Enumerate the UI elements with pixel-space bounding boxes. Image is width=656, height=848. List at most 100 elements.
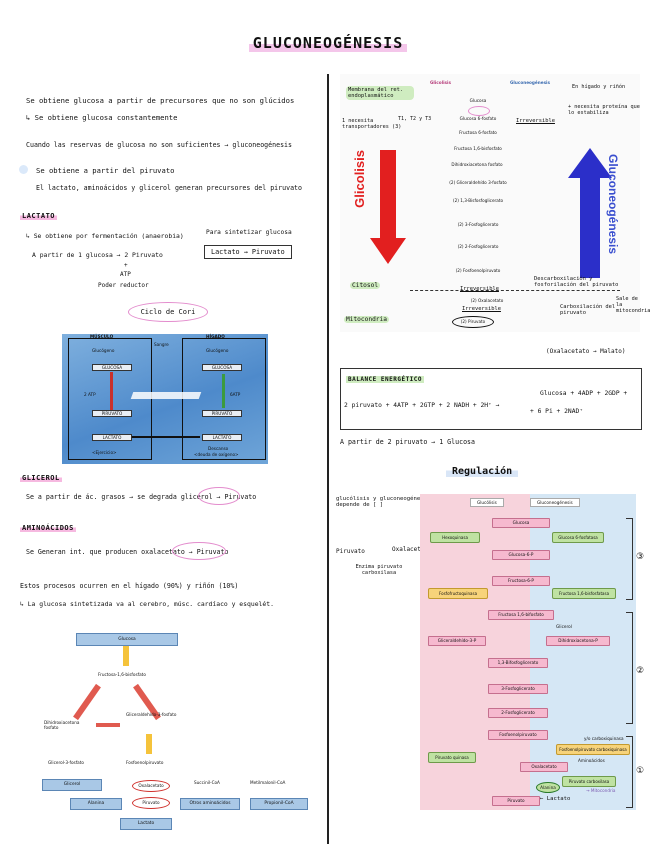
intro-line-1: Se obtiene glucosa a partir de precursor…	[26, 96, 295, 105]
reg-num-1: ③	[636, 552, 645, 562]
glicerol-line: Se a partir de ác. grasos → se degrada g…	[26, 493, 257, 501]
diag-arrow-up-2	[146, 734, 152, 754]
step-f6p: Fructosa 6-fosfato	[459, 130, 497, 135]
reg-hexoquinasa: Hexoquinasa	[430, 532, 480, 543]
cori-cycle-image: MÚSCULO Sangre HÍGADO Glucógeno Glucógen…	[62, 334, 268, 464]
membrana-note: Membrana del ret. endoplasmático	[346, 86, 414, 100]
reg-gap: Gliceraldehído-3-P	[428, 636, 486, 646]
sale-note: Sale de la mitocondria	[616, 296, 651, 314]
reg-glicerol: Glicerol	[556, 624, 572, 629]
cori-2atp: 2 ATP	[84, 392, 96, 397]
gluconeo-arrow-shaft	[580, 176, 600, 278]
regulacion-enzima: Enzima piruvato carboxilasa	[355, 564, 403, 576]
reg-pep: Fosfoenolpiruvato	[488, 730, 548, 740]
reg-dhap: Dihidroxiacetona-P	[546, 636, 610, 646]
diag-succinil: Succinil-CoA	[194, 780, 220, 785]
cori-heading: Ciclo de Cori	[128, 302, 208, 322]
oxalacetato-oval	[172, 542, 226, 560]
cori-arrow-up-green	[222, 374, 225, 408]
reg-f16bpasa: Fructosa 1,6-bisfosfatasa	[552, 588, 616, 599]
diag-oxalacetato: Oxalacetato	[132, 780, 170, 792]
step-oaa: (2) Oxalacetato	[470, 298, 504, 303]
cori-glucosa-2: GLUCOSA	[202, 364, 242, 371]
higado-note: En hígado y riñón	[572, 84, 626, 90]
aminoacidos-line: Se Generan int. que producen oxalacetato…	[26, 548, 229, 556]
reg-bracket-1	[626, 518, 633, 600]
irreversible-3: Irreversible	[462, 306, 501, 312]
t123-note: T1, T2 y T3	[398, 116, 432, 122]
outro-line-1: Estos procesos ocurren en el hígado (90%…	[20, 582, 239, 590]
reg-pc: Piruvato carboxilasa	[562, 776, 616, 787]
cori-glare	[130, 392, 202, 399]
diag-gliceraldehido: Gliceraldehído-3-fosfato	[126, 712, 177, 717]
regulacion-oxalacetato: Oxalacetato	[392, 546, 432, 553]
diag-arrow-red-3	[96, 723, 120, 727]
reg-glucosa: Glucosa	[492, 518, 550, 528]
diag-fosfoenol: Fosfoenolpiruvato	[126, 760, 164, 765]
step-dhap: Dihidroxiacetona fosfato	[451, 162, 503, 167]
step-3pg: (2) 3-Fosfoglicerato	[457, 222, 499, 227]
step-glucosa: Glucosa	[469, 98, 487, 103]
reg-num-2: ②	[636, 666, 645, 676]
irreversible-1: Irreversible	[516, 118, 555, 124]
lactato-line-1: ↳ Se obtiene por fermentación (anaerobia…	[26, 232, 184, 240]
reg-bracket-3	[626, 736, 633, 808]
page-title: GLUCONEOGÉNESIS	[0, 34, 656, 52]
cori-lactato-2: LACTATO	[202, 434, 242, 441]
glicolisis-arrow-shaft	[380, 150, 396, 240]
cori-musculo: MÚSCULO	[90, 334, 114, 339]
balance-after: A partir de 2 piruvato → 1 Glucosa	[340, 438, 475, 446]
diag-glucosa: Glucosa	[76, 633, 178, 646]
step-g3p: (2) Gliceraldehído 3-fosfato	[449, 180, 507, 185]
step-2pg: (2) 2-Fosfoglicerato	[457, 244, 499, 249]
reg-oaa: Oxalacetato	[520, 762, 568, 772]
reg-pepck: Fosfoenolpiruvato carboxiquinasa	[556, 744, 630, 755]
reg-col-glucolisis: Glucólisis	[470, 498, 504, 507]
balance-right-2: + 6 Pi + 2NAD⁺	[530, 408, 584, 415]
reg-gluconeo-bg	[530, 494, 636, 810]
reg-3pg: 3-Fosfoglicerato	[488, 684, 548, 694]
reg-2pg: 2-Fosfoglicerato	[488, 708, 548, 718]
intro-line-5: El lactato, aminoácidos y glicerol gener…	[36, 184, 302, 192]
diag-alanina: Alanina	[70, 798, 122, 810]
glicerol-oval	[198, 487, 240, 505]
diag-arrow-up-1	[123, 646, 129, 666]
lactato-sub-plus: +	[124, 262, 128, 269]
cori-ejercicio: <Ejercicio>	[92, 450, 117, 455]
gluconeo-label: Gluconeogénesis	[606, 154, 620, 255]
reg-mitocondria: → Mitocondria	[586, 788, 616, 793]
lactato-sub-atp: ATP	[120, 271, 131, 278]
diag-fructosa: Fructosa-1,6-bisfosfato	[98, 672, 146, 677]
diag-lactato: Lactato	[120, 818, 172, 830]
step-f16bp: Fructosa 1,6-bisfosfato	[454, 146, 502, 151]
cori-descanso: Descanso	[208, 446, 229, 451]
reg-bracket-2	[626, 612, 633, 724]
cori-sangre: Sangre	[154, 342, 169, 347]
regulacion-piruvato: Piruvato	[336, 548, 365, 555]
intro-line-2: ↳ Se obtiene glucosa constantemente	[26, 113, 178, 122]
gluconeo-arrow-head	[568, 148, 612, 178]
reg-pk: Piruvato quinasa	[428, 752, 476, 763]
citosol-label: Citosol	[350, 282, 381, 289]
reg-aminoacidos: Aminoácidos	[578, 758, 605, 763]
cori-arrow-lactato	[132, 436, 200, 438]
cori-arrow-down-red	[110, 372, 113, 410]
reg-col-gluconeo: Gluconeogénesis	[530, 498, 580, 507]
lactato-piruvato-box: Lactato → Piruvato	[204, 245, 292, 259]
transport-note: 1 necesita transportadores (3)	[342, 118, 402, 130]
cori-deuda: <deuda de oxígeno>	[194, 452, 239, 457]
diag-dihidroxi: Dihidroxiacetona fosfato	[44, 720, 80, 730]
mitocondria-label: Mitocondria	[344, 316, 389, 323]
reg-lactato: ← Lactato	[540, 796, 571, 802]
glicolisis-arrow-head	[370, 238, 406, 264]
glicolisis-label: Glicolisis	[352, 150, 367, 208]
cori-6atp: 6ATP	[230, 392, 241, 397]
balance-right-1: Glucosa + 4ADP + 2GDP +	[540, 390, 628, 397]
regulacion-heading: Regulación	[446, 466, 519, 477]
step-13bpg: (2) 1,3-Bisfosfoglicerato	[452, 198, 504, 203]
regulacion-depende: glucólisis y gluconeogénesis depende de …	[336, 496, 431, 508]
diag-piruvato: Piruvato	[132, 797, 170, 809]
diag-glicerol3: Glicerol-3-fosfato	[48, 760, 84, 765]
cori-lactato-1: LACTATO	[92, 434, 132, 441]
irreversible-2: Irreversible	[460, 286, 499, 292]
